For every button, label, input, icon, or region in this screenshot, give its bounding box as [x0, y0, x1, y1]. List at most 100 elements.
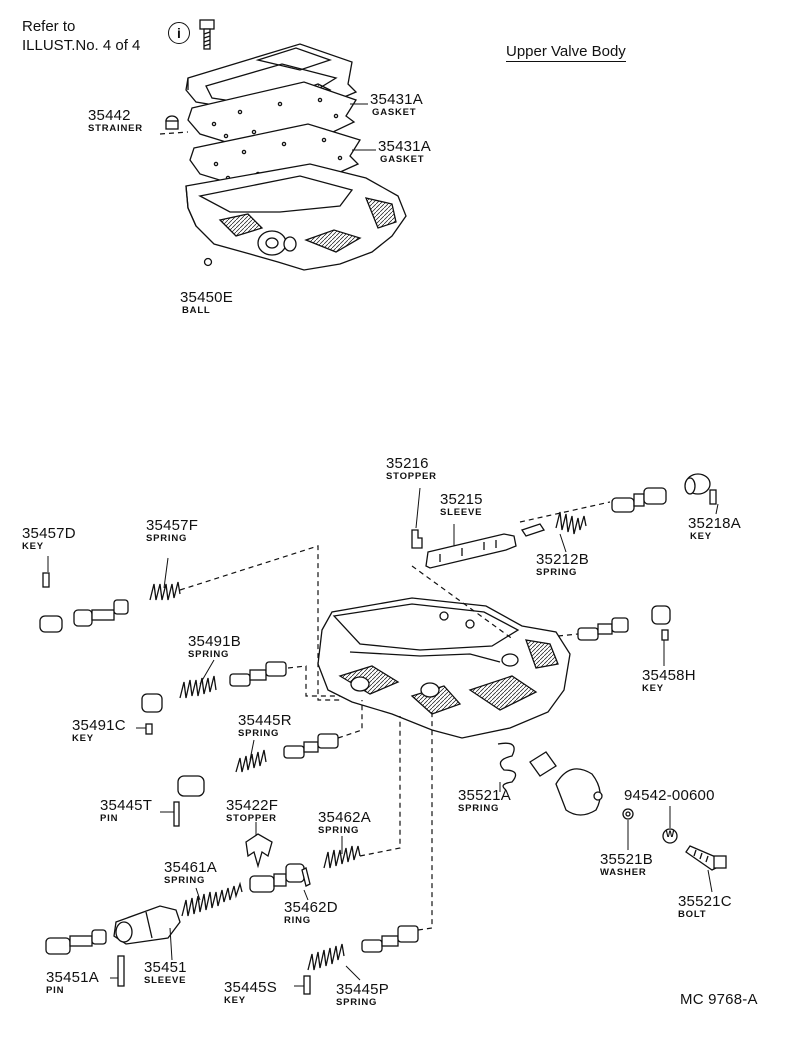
spring-35445R	[235, 749, 267, 773]
washer-w-symbol: W	[665, 829, 675, 839]
diagram-code: MC 9768-A	[680, 991, 758, 1008]
valve-35445	[283, 733, 339, 759]
check-plate	[555, 768, 603, 816]
callout-number: 35445P	[336, 981, 389, 998]
plunger-small	[520, 523, 546, 537]
callout-name: BOLT	[678, 909, 707, 920]
spring-35461A	[181, 881, 243, 917]
callout-number: 94542-00600	[624, 787, 715, 804]
callout-number: 35445R	[238, 712, 292, 729]
callout-number: 35451A	[46, 969, 99, 986]
lower-valve-body	[317, 597, 571, 739]
spring-35212B	[555, 511, 587, 535]
spring-35457F	[149, 581, 181, 601]
key-35491C	[145, 723, 153, 735]
callout-number: 35431A	[370, 91, 423, 108]
callout-name: STOPPER	[226, 813, 277, 824]
sleeve-35215	[425, 533, 517, 569]
plug-35218A	[684, 473, 711, 495]
callout-number: 35491B	[188, 633, 241, 650]
plug-35491	[141, 693, 163, 713]
valve-right-35458	[577, 617, 629, 641]
callout-name: KEY	[22, 541, 44, 552]
callout-number: 35491C	[72, 717, 126, 734]
plunger-35521	[529, 751, 557, 777]
callout-number: 35457F	[146, 517, 199, 534]
washer-35521B	[622, 808, 634, 820]
refer-text-line1: Refer to	[22, 18, 76, 35]
plug-left-1	[39, 615, 63, 633]
callout-name: STOPPER	[386, 471, 437, 482]
callout-number: 35462D	[284, 899, 338, 916]
callout-number: 35445S	[224, 979, 277, 996]
valve-35491	[229, 661, 287, 687]
valve-left-1	[73, 599, 129, 627]
refer-text-line2: ILLUST.No. 4 of 4	[22, 37, 141, 54]
callout-name: GASKET	[380, 154, 425, 165]
strainer	[165, 115, 179, 130]
page-title: Upper Valve Body	[506, 43, 626, 62]
callout-name: SPRING	[458, 803, 500, 814]
callout-number: 35457D	[22, 525, 76, 542]
spring-35491B	[179, 675, 217, 699]
key-35458H	[661, 629, 669, 641]
upper-valve-body	[185, 163, 407, 271]
callout-name: SPRING	[238, 728, 280, 739]
spring-35445P	[307, 943, 345, 971]
callout-number: 35450E	[180, 289, 233, 306]
callout-name: WASHER	[600, 867, 647, 878]
valve-35461	[249, 863, 305, 893]
callout-name: SLEEVE	[144, 975, 187, 986]
bolt-35521C	[685, 845, 727, 871]
spring-35521A	[497, 742, 517, 791]
info-icon: i	[168, 22, 190, 44]
callout-name: KEY	[642, 683, 664, 694]
callout-name: RING	[284, 915, 311, 926]
callout-name: GASKET	[372, 107, 417, 118]
callout-number: 35451	[144, 959, 187, 976]
callout-number: 35216	[386, 455, 429, 472]
valve-35445P	[361, 925, 419, 953]
stopper-35422F	[245, 833, 273, 869]
callout-name: SLEEVE	[440, 507, 483, 518]
pin-35451A	[117, 955, 125, 987]
key-35457D	[42, 572, 50, 588]
callout-number: 35442	[88, 107, 131, 124]
callout-name: SPRING	[536, 567, 578, 578]
callout-number: 35461A	[164, 859, 217, 876]
callout-name: KEY	[72, 733, 94, 744]
key-35445S	[303, 975, 311, 995]
callout-name: PIN	[46, 985, 65, 996]
callout-name: SPRING	[146, 533, 188, 544]
key-35218A	[709, 489, 717, 505]
callout-name: PIN	[100, 813, 119, 824]
callout-number: 35521C	[678, 893, 732, 910]
ring-35462D	[301, 867, 311, 887]
spring-35462A	[323, 845, 361, 869]
callout-number: 35212B	[536, 551, 589, 568]
callout-name: SPRING	[164, 875, 206, 886]
callout-number: 35458H	[642, 667, 696, 684]
plug-35458	[651, 605, 671, 625]
reference-bolt	[199, 19, 215, 50]
callout-name: STRAINER	[88, 123, 143, 134]
callout-name: BALL	[182, 305, 211, 316]
check-ball	[203, 257, 213, 267]
callout-name: KEY	[224, 995, 246, 1006]
pin-35445T	[173, 801, 180, 827]
callout-number: 35445T	[100, 797, 153, 814]
callout-number: 35218A	[688, 515, 741, 532]
washer-94542	[662, 828, 678, 844]
sleeve-35451	[113, 905, 181, 945]
callout-name: KEY	[690, 531, 712, 542]
callout-number: 35431A	[378, 138, 431, 155]
callout-number: 35521A	[458, 787, 511, 804]
stopper-35216	[411, 529, 423, 549]
plug-35445	[177, 775, 205, 797]
callout-number: 35521B	[600, 851, 653, 868]
callout-number: 35462A	[318, 809, 371, 826]
callout-name: SPRING	[188, 649, 230, 660]
callout-name: SPRING	[336, 997, 378, 1008]
valve-35451	[45, 929, 107, 955]
